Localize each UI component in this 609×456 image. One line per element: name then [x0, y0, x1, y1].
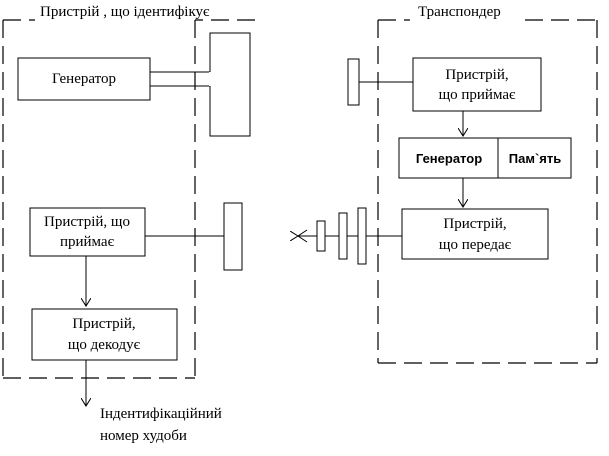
identifier-title: Пристрій , що ідентифікує: [40, 4, 210, 20]
identifier-generator-label: Генератор: [52, 71, 116, 87]
transponder-generator-label: Генератор: [416, 151, 482, 166]
transponder-receiver-line1: Пристрій,: [445, 67, 508, 83]
identifier-receiver-line1: Пристрій, що: [44, 214, 130, 230]
transponder-transmitter-box: [401, 208, 549, 260]
transponder-receiver-line2: що приймає: [439, 87, 516, 103]
identifier-decoder-box: [31, 308, 178, 361]
identifier-generator-box: [17, 57, 151, 101]
identifier-antenna: [150, 32, 251, 137]
identifier-decoder-line1: Пристрій,: [72, 316, 135, 332]
identifier-output-line2: номер худоби: [100, 428, 187, 444]
transponder-transmitter-line2: що передає: [439, 237, 512, 253]
transponder-memory-label: Пам`ять: [509, 151, 561, 166]
transponder-transmitter-line1: Пристрій,: [443, 216, 506, 232]
identifier-receiver-antenna: [223, 202, 243, 271]
transponder-receiver-box: [412, 57, 542, 112]
transponder-transmit-antenna: [298, 207, 402, 265]
transponder-frame: [377, 19, 598, 364]
identifier-receiver-line2: приймає: [60, 234, 115, 250]
transmit-arrow-head: [297, 229, 308, 243]
transponder-title: Транспондер: [418, 4, 501, 20]
identifier-decoder-line2: що декодує: [68, 337, 141, 353]
transponder-receiver-antenna: [347, 58, 360, 106]
transponder-generator-memory-box: [398, 137, 572, 179]
identifier-frame: [2, 19, 255, 379]
identifier-receiver-box: [29, 207, 146, 257]
identifier-output-line1: Індентифікаційний: [100, 406, 222, 422]
